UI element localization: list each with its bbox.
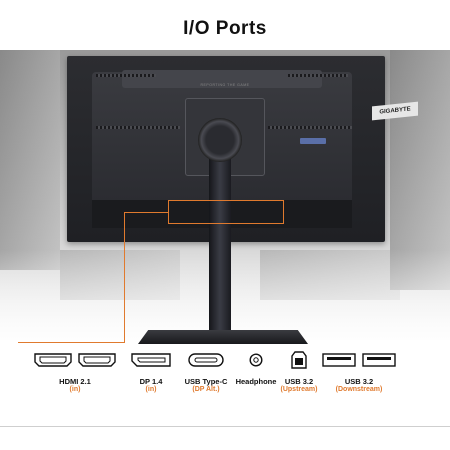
port-sub-usb-downstream: (Downstream) xyxy=(335,386,383,393)
stand-base xyxy=(138,330,308,344)
hdmi-port-1 xyxy=(34,353,72,367)
displayport-icon xyxy=(131,353,171,367)
headphone-port xyxy=(249,353,263,367)
port-sub-hdmi: (in) xyxy=(69,386,81,393)
vent-left xyxy=(96,74,156,77)
usb-c-icon xyxy=(188,353,224,367)
port-sub-usb-c: (DP Alt.) xyxy=(192,386,220,393)
usb-a-port-1 xyxy=(322,353,356,367)
rear-logo-badge xyxy=(300,138,326,144)
port-label-usb-c: USB Type-C xyxy=(184,377,228,386)
stand-pivot-ring xyxy=(198,118,242,162)
port-sub-usb-upstream: (Upstream) xyxy=(280,386,318,393)
vent-mid-right xyxy=(268,126,352,129)
hdmi-port-2 xyxy=(78,353,116,367)
port-sub-dp: (in) xyxy=(145,386,157,393)
usb-b-port xyxy=(291,351,307,369)
usb-a-icon xyxy=(362,353,396,367)
hdmi-icon xyxy=(34,353,72,367)
usb-a-icon xyxy=(322,353,356,367)
io-highlight-connector-bottom xyxy=(18,342,125,343)
port-label-usb-downstream: USB 3.2 xyxy=(344,377,374,386)
usb-c-port xyxy=(188,353,224,367)
page-title: I/O Ports xyxy=(183,18,267,39)
usb-a-port-2 xyxy=(362,353,396,367)
port-label-dp: DP 1.4 xyxy=(139,377,163,386)
usb-b-icon xyxy=(291,351,307,369)
vent-mid-left xyxy=(96,126,180,129)
hdmi-icon xyxy=(78,353,116,367)
io-highlight-box xyxy=(168,200,284,224)
port-label-headphone: Headphone xyxy=(235,377,277,386)
monitor-rear-top xyxy=(122,70,322,88)
port-label-hdmi: HDMI 2.1 xyxy=(59,377,91,386)
headphone-jack-icon xyxy=(249,353,263,367)
port-label-usb-upstream: USB 3.2 xyxy=(284,377,314,386)
stand-neck xyxy=(209,118,231,343)
vent-right xyxy=(288,74,348,77)
background-wall-panel-left xyxy=(0,50,60,270)
io-highlight-connector-horizontal xyxy=(124,212,168,213)
rear-slogan-text: REPORTING THE GAME xyxy=(200,83,250,87)
displayport-port xyxy=(131,353,171,367)
io-highlight-connector-vertical xyxy=(124,212,125,342)
footer-divider xyxy=(0,426,450,427)
